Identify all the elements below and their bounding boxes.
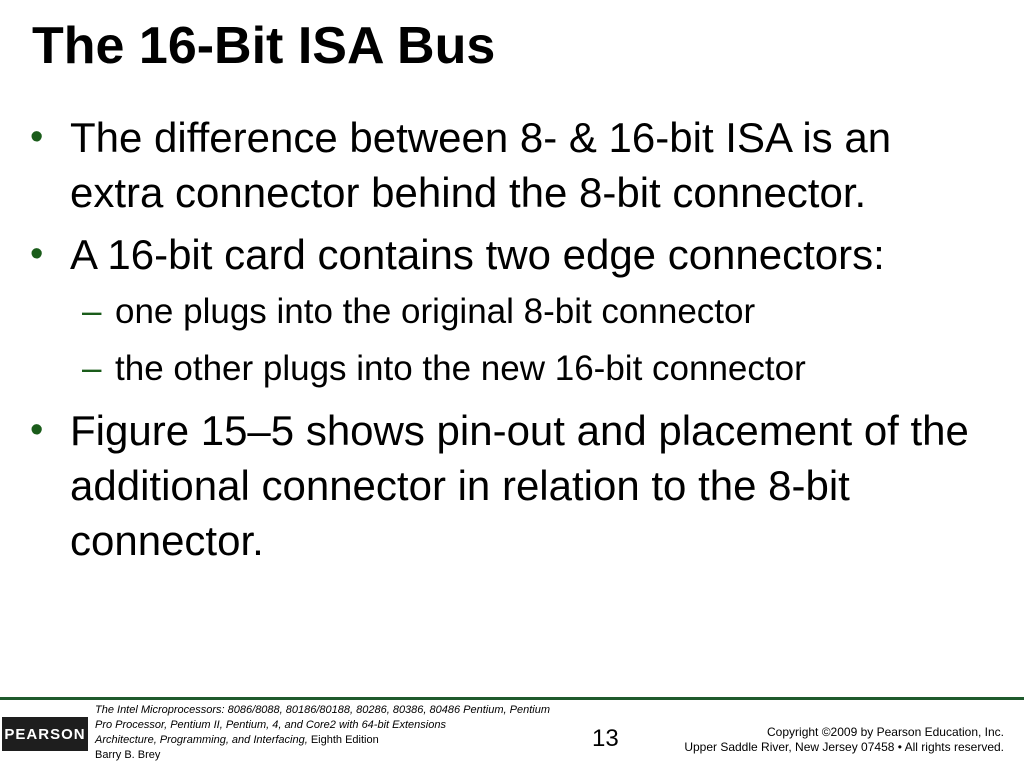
sub-bullet-text: one plugs into the original 8-bit connec… [115, 292, 756, 331]
bullet-item: • The difference between 8- & 16-bit ISA… [30, 110, 990, 220]
slide-content: • The difference between 8- & 16-bit ISA… [30, 110, 990, 575]
copyright: Copyright ©2009 by Pearson Education, In… [684, 725, 1004, 755]
bullet-text: A 16-bit card contains two edge connecto… [70, 231, 885, 278]
book-author: Barry B. Brey [95, 749, 161, 761]
sub-bullet-item: – one plugs into the original 8-bit conn… [30, 289, 990, 335]
bullet-text: Figure 15–5 shows pin-out and placement … [70, 407, 969, 564]
page-number: 13 [592, 725, 619, 752]
bullet-text: The difference between 8- & 16-bit ISA i… [70, 114, 892, 216]
dash-icon: – [82, 349, 102, 388]
bullet-icon: • [30, 233, 44, 275]
book-models: 8086/8088, 80186/80188, 80286, 80386, 80… [95, 704, 550, 731]
copyright-line-1: Copyright ©2009 by Pearson Education, In… [767, 725, 1004, 739]
book-info: The Intel Microprocessors: 8086/8088, 80… [95, 703, 565, 763]
slide-title: The 16-Bit ISA Bus [32, 17, 496, 75]
copyright-line-2: Upper Saddle River, New Jersey 07458 • A… [684, 740, 1004, 754]
footer-divider [0, 697, 1024, 700]
sub-bullet-text: the other plugs into the new 16-bit conn… [115, 349, 806, 388]
bullet-icon: • [30, 409, 44, 451]
bullet-item: • Figure 15–5 shows pin-out and placemen… [30, 403, 990, 568]
book-edition: Eighth Edition [307, 734, 379, 746]
bullet-icon: • [30, 116, 44, 158]
bullet-item: • A 16-bit card contains two edge connec… [30, 227, 990, 282]
book-title: The Intel Microprocessors: [95, 704, 225, 716]
pearson-logo: PEARSON [2, 717, 88, 751]
dash-icon: – [82, 292, 102, 331]
book-subtitle: Architecture, Programming, and Interfaci… [95, 734, 308, 746]
sub-bullet-item: – the other plugs into the new 16-bit co… [30, 346, 990, 392]
